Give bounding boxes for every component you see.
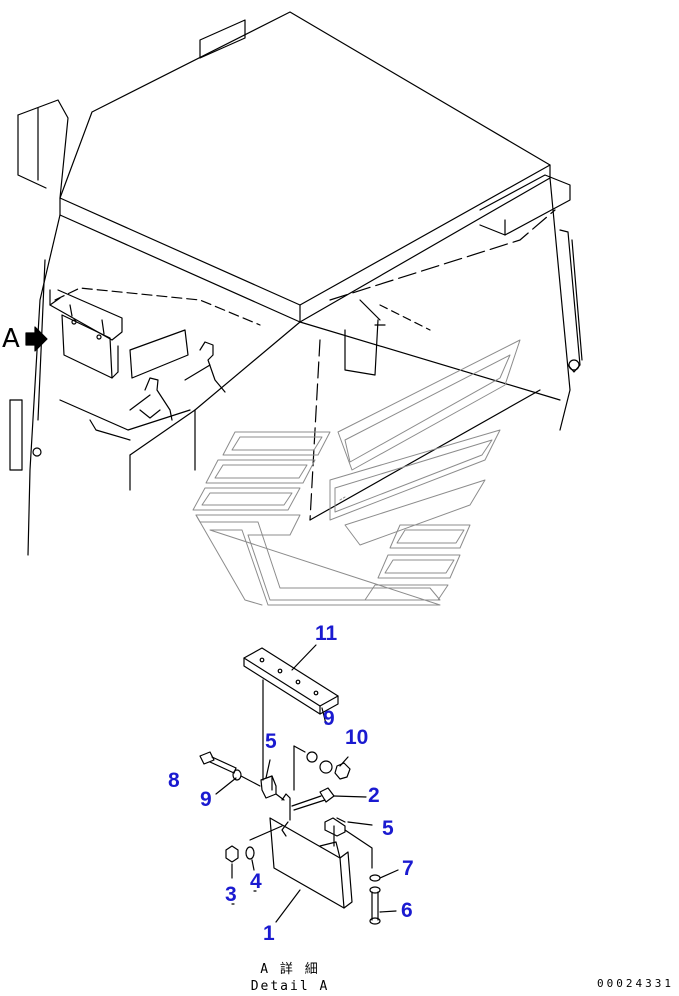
document-number: 00024331 — [597, 977, 674, 990]
detail-caption-english: Detail A — [250, 979, 330, 994]
callout-5-upper: 5 — [265, 730, 277, 753]
view-a-arrow — [25, 326, 48, 352]
callout-9-lower: 9 — [200, 788, 212, 811]
cab-roof — [17, 11, 571, 323]
callout-11: 11 — [315, 622, 338, 645]
detail-a-exploded-view — [199, 644, 399, 925]
callout-10: 10 — [345, 726, 369, 749]
callout-5-lower: 5 — [382, 817, 394, 840]
callout-2: 2 — [368, 784, 380, 807]
callout-7: 7 — [402, 857, 414, 880]
detail-caption-japanese: A 詳 細 — [260, 962, 320, 977]
plate-holder-on-cab — [49, 289, 123, 379]
callout-9-upper: 9 — [323, 707, 335, 730]
callout-3: 3 — [225, 883, 237, 906]
brand-logo-watermark — [192, 339, 521, 606]
callout-1: 1 — [263, 922, 275, 945]
view-a-letter: A — [2, 324, 20, 354]
callout-4: 4 — [250, 870, 262, 893]
callout-6: 6 — [401, 899, 413, 922]
callout-8: 8 — [168, 769, 180, 792]
cab-body — [9, 177, 583, 556]
